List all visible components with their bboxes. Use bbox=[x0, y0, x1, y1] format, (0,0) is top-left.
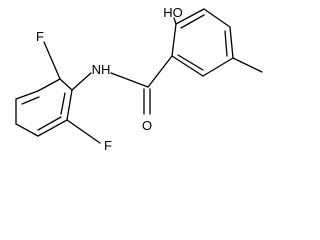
chemical-structure: F F NH HO O bbox=[15, 5, 263, 153]
carbonyl-oxygen-label: O bbox=[142, 118, 152, 133]
bond bbox=[15, 123, 39, 137]
bond bbox=[59, 78, 73, 91]
amide-nitrogen-label: NH bbox=[92, 62, 111, 77]
bond bbox=[37, 78, 61, 92]
aromatic-inner-bond bbox=[177, 54, 204, 71]
bond bbox=[173, 17, 177, 25]
aromatic-inner-bond bbox=[37, 116, 62, 131]
bond bbox=[110, 72, 149, 88]
atom-labels: F F NH HO O bbox=[36, 5, 183, 153]
bond bbox=[203, 8, 231, 28]
aromatic-inner-bond bbox=[180, 14, 205, 29]
substituent-bonds bbox=[173, 17, 263, 73]
bond bbox=[66, 89, 73, 121]
bond bbox=[175, 8, 205, 25]
fluorine-bonds bbox=[43, 41, 101, 144]
bond bbox=[202, 57, 234, 77]
bond bbox=[171, 23, 177, 57]
bond bbox=[171, 55, 204, 77]
bond bbox=[15, 90, 39, 100]
bond bbox=[66, 119, 101, 144]
aromatic-inner-bond bbox=[21, 96, 40, 105]
bond bbox=[147, 55, 173, 88]
left-benzene-ring bbox=[15, 78, 73, 137]
fluorine-top-label: F bbox=[36, 29, 44, 44]
aromatic-inner-bond bbox=[60, 92, 66, 115]
fluorine-bottom-label: F bbox=[104, 138, 112, 153]
bond bbox=[71, 72, 92, 91]
bond bbox=[229, 26, 234, 59]
bond bbox=[43, 41, 61, 80]
right-benzene-ring bbox=[171, 8, 234, 77]
aromatic-inner-bond bbox=[224, 30, 228, 57]
amide-linkage bbox=[71, 55, 173, 115]
bond bbox=[232, 57, 263, 73]
hydroxyl-label: HO bbox=[163, 5, 183, 20]
bond bbox=[37, 119, 68, 137]
